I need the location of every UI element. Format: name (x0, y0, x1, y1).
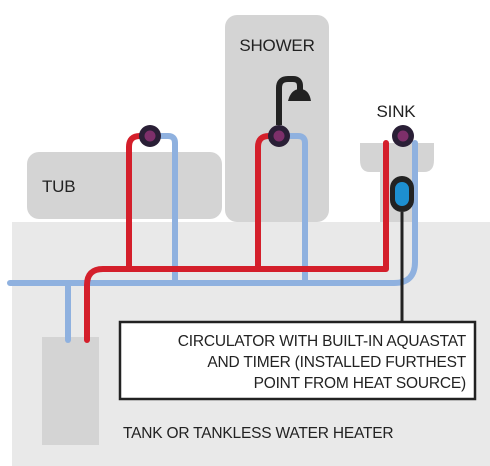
shower-head-icon (276, 76, 311, 125)
cold-water-lines (7, 133, 418, 343)
shower-label: SHOWER (239, 36, 314, 55)
water-heater-label: TANK OR TANKLESS WATER HEATER (123, 425, 393, 442)
callout-line-2: AND TIMER (INSTALLED FURTHEST (207, 354, 466, 371)
callout-box (118, 320, 477, 401)
callout-line-1: CIRCULATOR WITH BUILT-IN AQUASTAT (178, 333, 467, 350)
water-heater (42, 337, 99, 445)
fixture-fitting-icon (392, 125, 414, 147)
callout-line-3: POINT FROM HEAT SOURCE) (254, 375, 466, 392)
sink-label: SINK (377, 102, 417, 121)
fixture-fitting-icon (139, 125, 161, 147)
circulator-pump-icon (390, 176, 414, 212)
tub-label: TUB (42, 177, 75, 196)
fixture-fitting-icon (268, 125, 290, 147)
